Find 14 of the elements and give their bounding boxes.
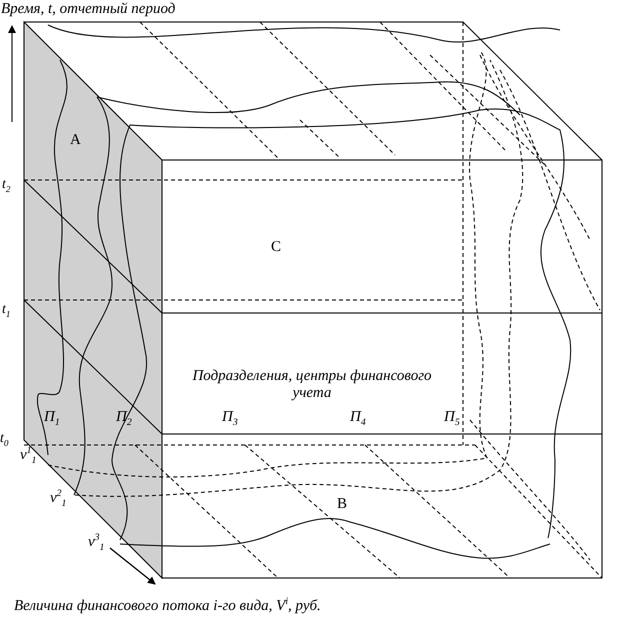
category-label: П$_{4}$	[350, 409, 366, 426]
axis-label: Величина финансового потока i-го вида, V$^{i}$, руб.	[14, 598, 321, 614]
region-label: A	[70, 132, 81, 148]
category-label: П$_{3}$	[222, 409, 238, 426]
region-label: B	[337, 496, 348, 512]
tick-label: t$_{1}$	[2, 302, 10, 318]
category-label: Подразделения, центры финансового учета	[191, 368, 433, 401]
category-label: П$_{2}$	[116, 409, 132, 426]
tick-label: t$_{2}$	[2, 177, 10, 192]
tick-label: t$_{0}$	[0, 431, 8, 446]
region-label: C	[271, 239, 282, 256]
axis-label: Время, t, отчетный период	[1, 1, 176, 18]
category-label: П$_{1}$	[44, 409, 60, 426]
category-label: П$_{5}$	[444, 409, 460, 426]
